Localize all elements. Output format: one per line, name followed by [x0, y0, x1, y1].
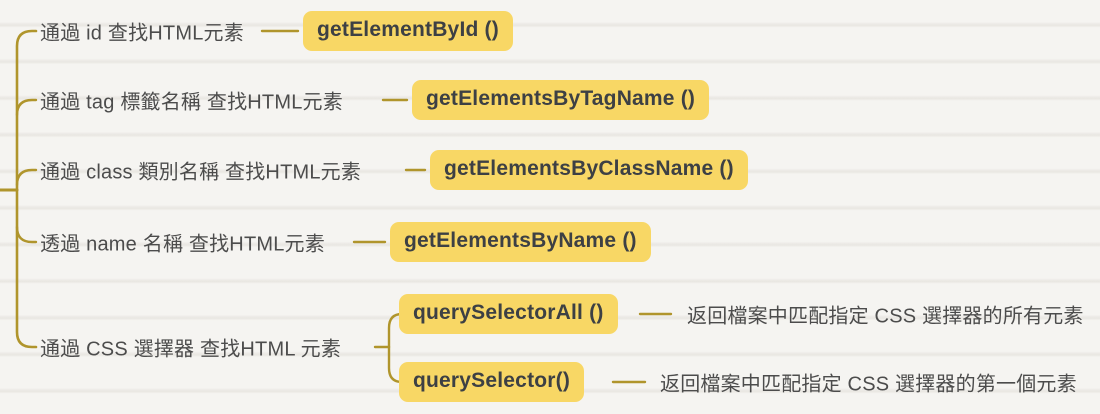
- method-node-getelementsbytagname[interactable]: getElementsByTagName (): [412, 80, 710, 120]
- description-queryselectorall[interactable]: 返回檔案中匹配指定 CSS 選擇器的所有元素: [687, 305, 1084, 328]
- method-node-queryselectorall[interactable]: querySelectorAll (): [399, 294, 618, 334]
- method-node-getelementbyid[interactable]: getElementById (): [303, 11, 513, 51]
- method-node-getelementsbyname[interactable]: getElementsByName (): [390, 222, 651, 262]
- branch-label-id[interactable]: 通過 id 查找HTML元素: [40, 22, 244, 45]
- branch-label-name[interactable]: 透過 name 名稱 查找HTML元素: [40, 233, 325, 256]
- branch-label-tag[interactable]: 通過 tag 標籤名稱 查找HTML元素: [40, 91, 343, 114]
- branch-label-class[interactable]: 通過 class 類別名稱 查找HTML元素: [40, 161, 362, 184]
- method-node-queryselector[interactable]: querySelector(): [399, 362, 585, 402]
- method-node-getelementsbyclassname[interactable]: getElementsByClassName (): [430, 150, 748, 190]
- description-queryselector[interactable]: 返回檔案中匹配指定 CSS 選擇器的第一個元素: [660, 373, 1077, 396]
- branch-label-css-selector[interactable]: 通過 CSS 選擇器 查找HTML 元素: [40, 338, 342, 361]
